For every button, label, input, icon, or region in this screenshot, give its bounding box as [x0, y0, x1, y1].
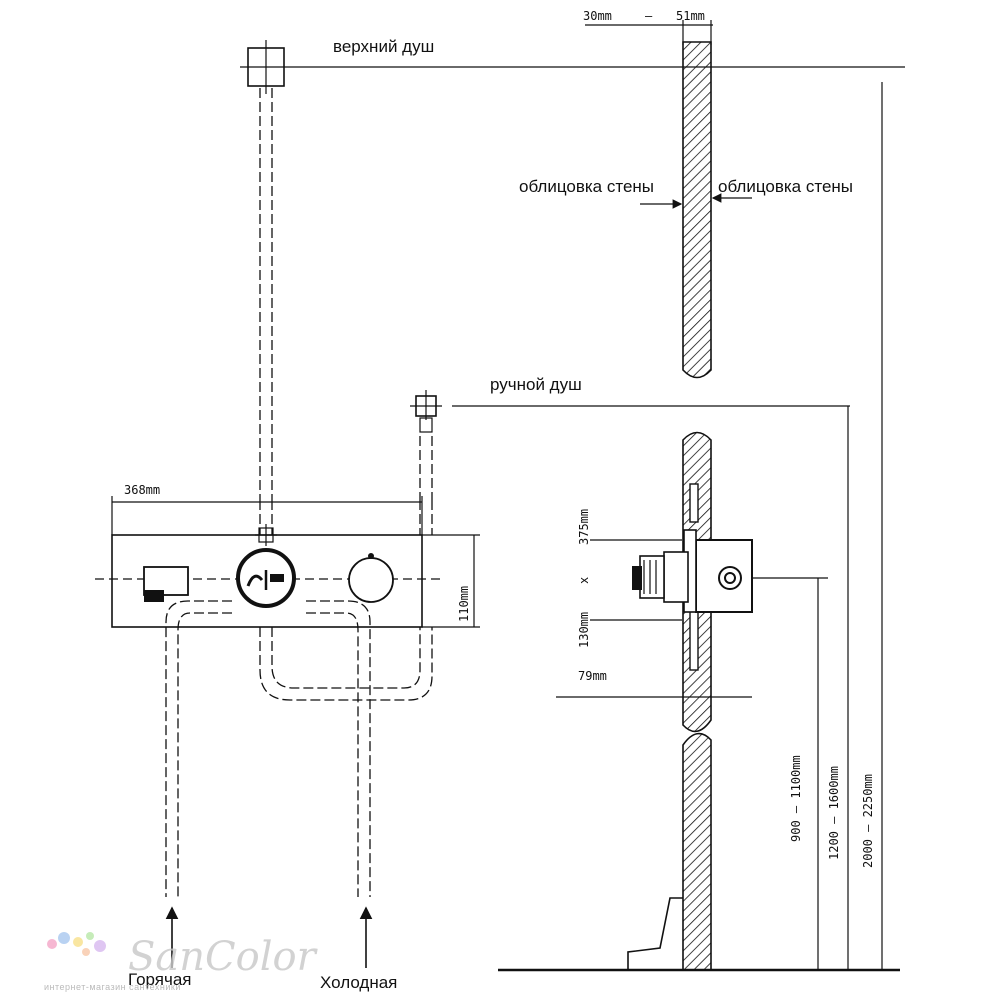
box-size-x-label: x	[577, 577, 591, 584]
box-size-dimension	[590, 539, 682, 621]
watermark-logo: SanColor интернет-магазин сантехники	[44, 932, 319, 992]
top-shower-label: верхний душ	[333, 37, 434, 56]
panel-height-label: 110mm	[457, 586, 471, 622]
wall-thickness-dimension	[585, 20, 713, 45]
watermark-brand: SanColor	[128, 934, 319, 980]
inner-cold-pipe	[306, 600, 371, 897]
middle-connector-icon	[255, 524, 277, 546]
cladding-arrows	[640, 193, 752, 209]
panel-width-label: 368mm	[124, 483, 160, 497]
hand-shower-pipe	[419, 436, 433, 500]
hot-label: Горячая	[128, 970, 192, 989]
thermostat-knob-icon	[348, 553, 394, 603]
outlet-loop-pipe	[259, 500, 433, 701]
wall-cladding-left-label: облицовка стены	[519, 177, 654, 196]
valve-height-label: 900 – 1100mm	[789, 755, 803, 842]
top-shower-pipe	[259, 88, 273, 500]
floor-skirting	[627, 897, 683, 970]
watermark-dot	[73, 937, 83, 947]
box-depth-label: 79mm	[578, 669, 607, 683]
hand-shower-connector	[410, 390, 442, 433]
watermark-dot	[82, 948, 90, 956]
hand-shower-label: ручной душ	[490, 375, 582, 394]
wall-thickness-separator: –	[645, 9, 653, 23]
box-size-b-label: 130mm	[577, 612, 591, 648]
watermark-dot	[94, 940, 106, 952]
watermark-dots	[47, 932, 106, 956]
diverter-knob-icon	[236, 548, 296, 608]
panel-height-dimension	[422, 534, 480, 628]
top-shower-height-label: 2000 – 2250mm	[861, 774, 875, 868]
watermark-tagline: интернет-магазин сантехники	[44, 982, 181, 992]
watermark-dot	[58, 932, 70, 944]
watermark-dot	[47, 939, 57, 949]
inner-hot-pipe	[165, 600, 232, 897]
spout-icon	[143, 566, 189, 602]
cold-label: Холодная	[320, 973, 397, 992]
box-size-a-label: 375mm	[577, 509, 591, 545]
wall-upper-section	[682, 41, 712, 379]
wall-lower-section	[682, 732, 712, 971]
watermark-dot	[86, 932, 94, 940]
top-shower-connector	[240, 40, 292, 94]
wall-thickness-max: 51mm	[676, 9, 705, 23]
panel-width-dimension	[111, 496, 423, 535]
wall-cladding-right-label: облицовка стены	[718, 177, 853, 196]
mounting-box	[632, 483, 753, 671]
hand-shower-height-label: 1200 – 1600mm	[827, 766, 841, 860]
wall-thickness-min: 30mm	[583, 9, 612, 23]
